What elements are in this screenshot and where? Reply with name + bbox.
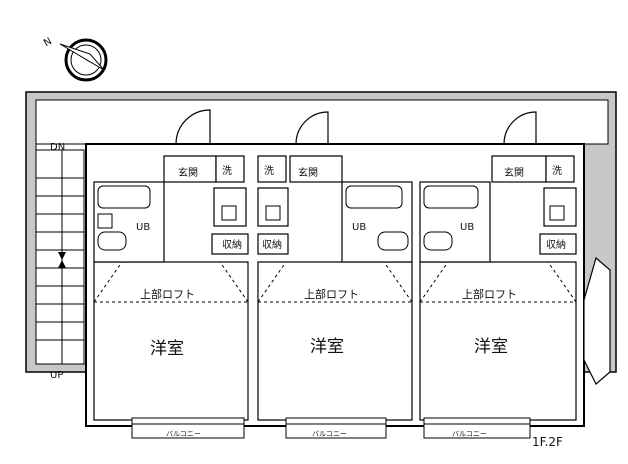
entrance-label-2: 玄関 (298, 166, 318, 179)
western-room-2 (257, 261, 413, 421)
stair-up-label: UP (50, 370, 63, 381)
washer-space-3 (545, 155, 575, 183)
storage-label-3: 収納 (546, 238, 566, 251)
wash-label-3: 洗 (552, 165, 562, 177)
loft-label-1: 上部ロフト (140, 287, 195, 301)
door-1 (175, 109, 211, 145)
door-3 (503, 111, 537, 145)
unit-1 (93, 109, 249, 439)
entrance-label-1: 玄関 (178, 166, 198, 179)
loft-label-2: 上部ロフト (304, 287, 359, 301)
entrance-1 (163, 155, 217, 183)
room-label-3: 洋室 (474, 337, 508, 357)
balcony-label-1: バルコニー (166, 430, 201, 438)
bath-label-3: UB (460, 222, 474, 233)
washer-space-1 (215, 155, 245, 183)
bay-window (583, 256, 611, 385)
loft-label-3: 上部ロフト (462, 287, 517, 301)
storage-1 (211, 233, 249, 255)
storage-label-1: 収納 (222, 238, 242, 251)
unit-3 (419, 111, 611, 439)
storage-3 (539, 233, 577, 255)
staircase (35, 149, 85, 365)
bath-label-1: UB (136, 222, 150, 233)
entrance-3 (491, 155, 547, 183)
stair-down-label: DN (50, 142, 65, 153)
floor-label: 1F.2F (532, 435, 563, 449)
washer-space-2 (257, 155, 287, 183)
balcony-label-3: バルコニー (452, 430, 487, 438)
room-label-2: 洋室 (310, 337, 344, 357)
room-label-1: 洋室 (150, 339, 184, 359)
door-2 (295, 111, 329, 145)
storage-label-2: 収納 (262, 238, 282, 251)
bath-label-2: UB (352, 222, 366, 233)
balcony-label-2: バルコニー (312, 430, 347, 438)
entrance-2 (289, 155, 343, 183)
wash-label-2: 洗 (264, 165, 274, 177)
storage-2 (257, 233, 289, 255)
unit-2 (257, 111, 413, 439)
western-room-1 (93, 261, 249, 421)
wash-label-1: 洗 (222, 165, 232, 177)
north-arrow-icon (59, 38, 108, 82)
balcony-2 (285, 417, 387, 439)
compass-label: N (42, 36, 54, 49)
entrance-label-3: 玄関 (504, 166, 524, 179)
western-room-3 (419, 261, 577, 421)
balcony-1 (131, 417, 245, 439)
balcony-3 (423, 417, 531, 439)
